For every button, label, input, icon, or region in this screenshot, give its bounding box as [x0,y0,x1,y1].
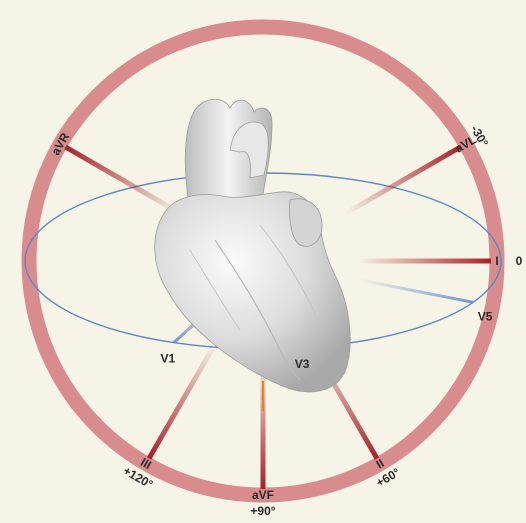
chest-ray-v5 [358,280,474,303]
degree-label-90: +90° [250,504,275,518]
degree-label-0: 0 [516,254,523,268]
lead-label-i: I [495,254,498,268]
heart-icon [155,99,350,392]
chest-lead-label-v1: V1 [160,352,175,366]
chest-lead-label-v5: V5 [478,309,493,323]
lead-label-avf: aVF [252,488,274,502]
lead-ray-iii [149,343,216,458]
chest-lead-label-v3: V3 [295,357,310,371]
